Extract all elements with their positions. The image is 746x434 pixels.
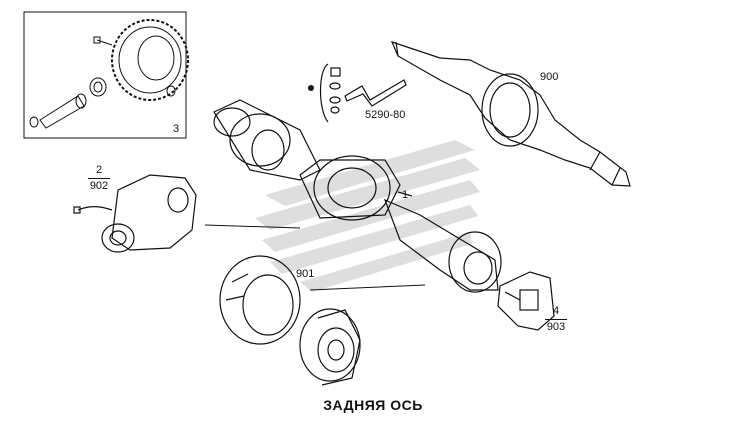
differential-callout: 2 902 (88, 164, 110, 192)
caliper-callout-top: 4 (552, 305, 560, 317)
axle-housing-label: 900 (540, 71, 558, 83)
caliper-callout: 4 903 (545, 305, 567, 333)
brake-disc-leader (309, 284, 426, 291)
brake-disc (219, 255, 301, 345)
nut (166, 85, 176, 97)
caliper-callout-bottom: 903 (546, 320, 566, 333)
inset-box (23, 11, 189, 139)
inset-index-label: 3 (173, 123, 179, 135)
differential-callout-top: 2 (95, 164, 103, 176)
caliper (497, 271, 555, 331)
bearing (89, 77, 107, 97)
caliper-callout-bar (545, 318, 567, 320)
diagram-caption: ЗАДНЯЯ ОСЬ (323, 397, 423, 413)
axle-center-label: 1 (402, 189, 408, 201)
wheel-hub (299, 308, 361, 386)
bullet-dot-icon (308, 85, 314, 91)
brake-pipe-group (319, 63, 407, 123)
ring-gear (111, 19, 189, 101)
brake-disc-label: 901 (296, 268, 314, 280)
brake-pipe-label: 5290-80 (365, 109, 405, 121)
differential-leader (204, 224, 301, 229)
axle-assembly (213, 99, 502, 293)
differential-callout-bottom: 902 (89, 179, 109, 192)
differential-callout-bar (88, 177, 110, 179)
bolt (93, 36, 113, 46)
axle-housing (390, 41, 631, 187)
differential (73, 174, 197, 253)
pinion-shaft (29, 93, 87, 129)
